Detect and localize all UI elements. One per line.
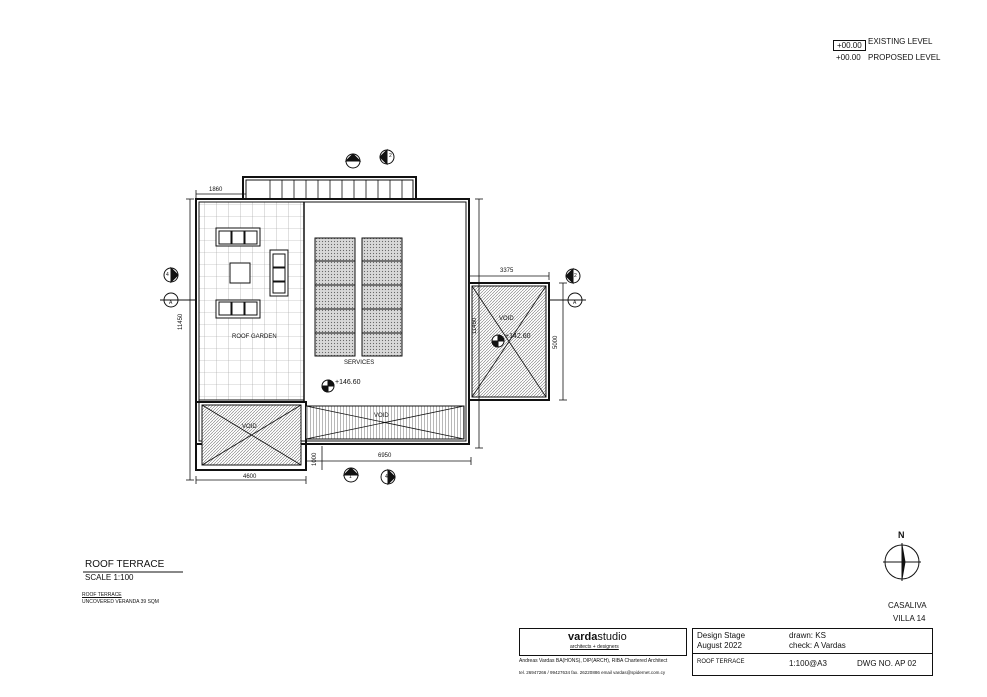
services-units	[314, 237, 403, 357]
services-label: SERVICES	[344, 360, 375, 366]
section-marker-top-1	[344, 153, 362, 169]
void-bottom-left	[201, 404, 302, 466]
firm-tagline: architects + designers	[570, 644, 619, 650]
dim-mid-vertical: 11450	[472, 317, 478, 334]
firm-credit: Andreas Vardas BA(HONS), DIP(ARCH), RIBA…	[519, 658, 668, 664]
dim-bottom-left: 4600	[243, 474, 257, 480]
firm-logo: vardastudio	[568, 631, 627, 643]
drawing-note-text: UNCOVERED VERANDA 39 SQM	[82, 599, 159, 605]
void-bottom-mid-label: VOID	[374, 413, 389, 419]
north-label: N	[898, 530, 905, 540]
title-check: check: A Vardas	[789, 641, 846, 650]
void-bottom-left-label: VOID	[242, 424, 257, 430]
section-marker-label-bottom-2: 4	[385, 474, 388, 480]
coffee-table	[229, 262, 251, 284]
level-void: +142.60	[505, 333, 531, 340]
section-marker-bottom-2	[380, 468, 396, 486]
project-villa: VILLA 14	[893, 614, 926, 623]
title-date: August 2022	[697, 641, 742, 650]
north-arrow	[883, 543, 921, 581]
section-marker-top-2	[379, 148, 395, 166]
armchair	[269, 249, 289, 297]
drawing-scale: SCALE 1:100	[85, 573, 134, 582]
dim-right-vertical: 5000	[553, 335, 559, 349]
section-arrow-label-left: A	[169, 300, 173, 306]
legend-existing-value: +00.00	[833, 40, 866, 51]
title-sheet: ROOF TERRACE	[697, 659, 745, 665]
legend-existing-value-box: +00.00	[833, 35, 866, 53]
legend-existing-label: EXISTING LEVEL	[868, 37, 933, 46]
void-right-label: VOID	[499, 316, 514, 322]
void-right	[468, 282, 550, 401]
firm-logo-box: vardastudio architects + designers	[519, 628, 687, 656]
sofa-bottom	[215, 299, 261, 319]
section-marker-label-top-1: 3	[351, 157, 354, 163]
dim-bottom-right: 6950	[378, 453, 392, 459]
drawing-note-title: ROOF TERRACE	[82, 592, 122, 598]
staircase	[242, 176, 417, 199]
sofa-top	[215, 227, 261, 247]
section-marker-right	[565, 267, 581, 285]
section-marker-label-left: 4	[166, 272, 169, 278]
level-garden: +146.60	[335, 379, 361, 386]
level-marker-garden	[321, 379, 335, 393]
section-marker-left	[163, 266, 179, 284]
dimension-lines	[186, 190, 567, 484]
project-name: CASALIVA	[888, 601, 927, 610]
level-marker-void	[491, 334, 505, 348]
title-scale: 1:100@A3	[789, 659, 827, 668]
section-marker-label-right: 2	[574, 273, 577, 279]
drawing-title: ROOF TERRACE	[85, 559, 165, 570]
legend-proposed-value: +00.00	[836, 53, 861, 62]
roof-garden-label: ROOF GARDEN	[232, 334, 277, 340]
title-block: Design Stage August 2022 drawn: KS check…	[692, 628, 933, 676]
firm-contact: tel. 26947266 / 99427634 fax. 26220886 e…	[519, 670, 666, 675]
section-marker-label-top-2: 2	[389, 153, 392, 159]
dim-right-top: 3375	[500, 268, 514, 274]
section-arrow-label-right: A	[573, 300, 577, 306]
section-marker-label-bottom-1: 1	[349, 474, 352, 480]
dim-bottom-small: 1000	[312, 452, 318, 466]
dim-top-left: 1860	[209, 187, 223, 193]
title-drawn: drawn: KS	[789, 631, 826, 640]
title-dwg-no: DWG NO. AP 02	[857, 659, 917, 668]
void-bottom-mid	[305, 405, 465, 440]
firm-logo-light: studio	[597, 631, 627, 643]
title-stage-label: Design Stage	[697, 631, 746, 640]
dim-left: 11450	[178, 313, 184, 330]
section-arrow-left	[160, 292, 196, 308]
section-arrow-right	[549, 292, 586, 308]
section-marker-bottom-1	[342, 467, 360, 483]
firm-logo-bold: varda	[568, 631, 598, 643]
legend-proposed-label: PROPOSED LEVEL	[868, 53, 941, 62]
